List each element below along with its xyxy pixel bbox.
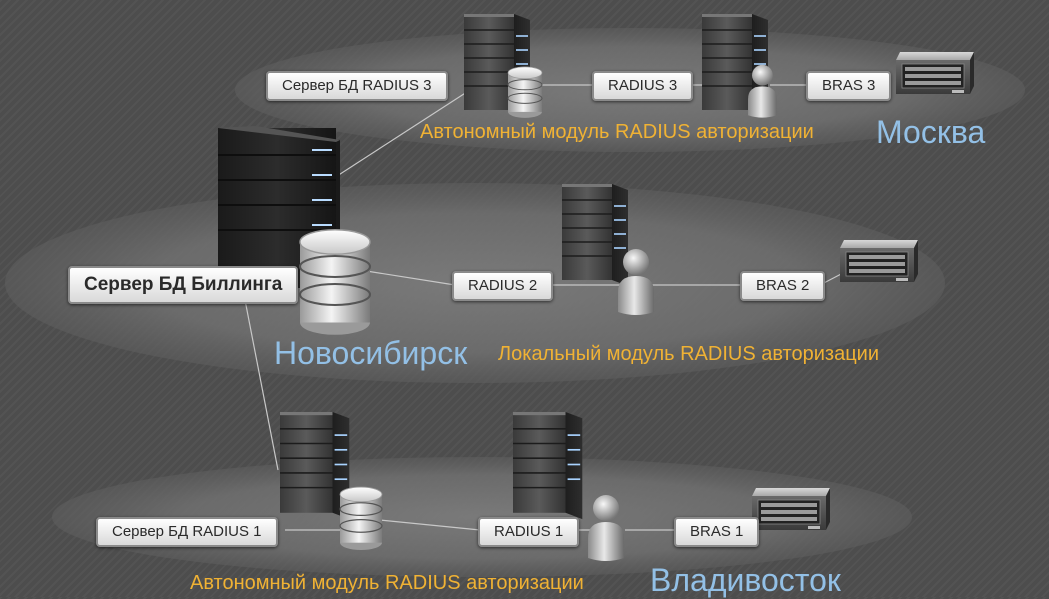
label-db-radius3: Сервер БД RADIUS 3	[266, 71, 448, 101]
radius2-server-icon	[561, 183, 629, 287]
bras3-router-icon	[895, 51, 975, 95]
user-icon	[588, 495, 624, 561]
bras1-router-icon	[751, 487, 831, 531]
radius1-db-server-icon	[279, 411, 351, 520]
label-radius2: RADIUS 2	[452, 271, 554, 301]
city-novosibirsk: Новосибирск	[274, 335, 468, 371]
label-bras3: BRAS 3	[806, 71, 892, 101]
city-moscow: Москва	[876, 114, 986, 150]
label-radius1: RADIUS 1	[478, 517, 580, 547]
city-vladivostok: Владивосток	[650, 562, 841, 598]
label-bras2: BRAS 2	[740, 271, 826, 301]
label-radius3: RADIUS 3	[592, 71, 694, 101]
user-icon	[618, 249, 654, 315]
caption-novosibirsk-module: Локальный модуль RADIUS авторизации	[498, 343, 879, 365]
caption-moscow-module: Автономный модуль RADIUS авторизации	[420, 121, 814, 143]
billing-database-icon	[298, 228, 372, 336]
caption-vladivostok-module: Автономный модуль RADIUS авторизации	[190, 572, 584, 594]
label-db-radius1: Сервер БД RADIUS 1	[96, 517, 278, 547]
radius1-server-icon	[512, 411, 584, 520]
label-billing-db: Сервер БД Биллинга	[68, 266, 299, 304]
database-icon	[339, 486, 383, 551]
bras2-router-icon	[839, 239, 919, 283]
label-bras1: BRAS 1	[674, 517, 760, 547]
database-icon	[507, 66, 543, 119]
user-icon	[748, 64, 777, 118]
